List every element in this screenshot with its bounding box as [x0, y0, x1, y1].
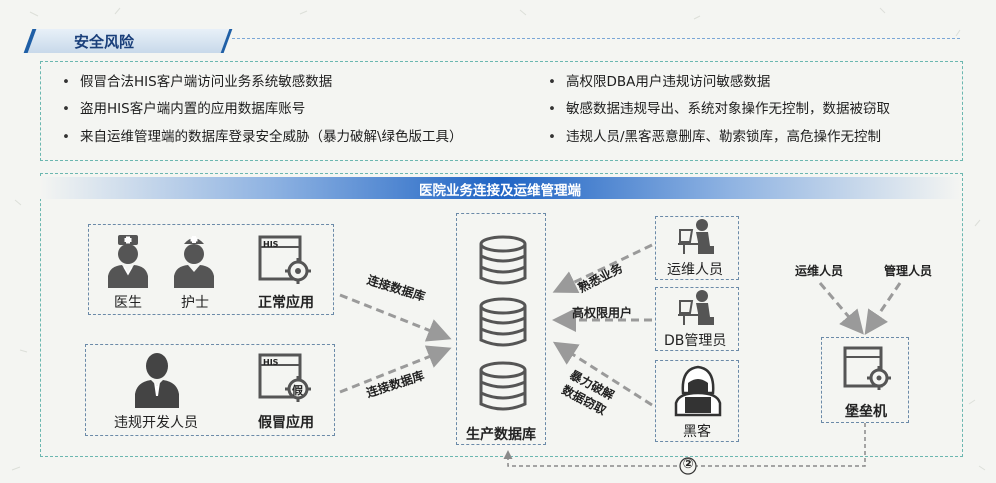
his-text: HIS: [263, 358, 279, 367]
fake-mark: 假: [292, 384, 303, 397]
nurse-label: 护士: [181, 295, 209, 311]
arrow-fake-app: [339, 345, 452, 394]
arrow-hacker: [552, 341, 653, 407]
bastion-host-icon: [843, 346, 891, 390]
nurse-icon: [174, 236, 214, 288]
header-divider: [232, 38, 960, 39]
doctor-icon: [108, 235, 148, 288]
admin-label: 管理人员: [884, 264, 933, 278]
his-text: HIS: [263, 240, 279, 249]
section-title: 安全风险: [74, 33, 135, 51]
database-icon: [479, 235, 527, 411]
edge-label-high-priv: 高权限用户: [572, 306, 633, 320]
doctor-label: 医生: [114, 295, 142, 311]
arrow-ops-person: [552, 243, 653, 294]
fake-app-label: 假冒应用: [258, 415, 314, 431]
app-window-icon: [258, 235, 311, 284]
arrow-admin-to-bastion: [864, 282, 902, 335]
dba-label: DB管理员: [664, 333, 727, 349]
hacker-box: [655, 360, 739, 442]
ops-person2-label: 运维人员: [795, 264, 844, 278]
banner-title: 医院业务连接及运维管理端: [419, 183, 581, 199]
person-icon: [135, 353, 179, 408]
normal-app-label: 正常应用: [258, 295, 314, 311]
bastion-box: [821, 337, 909, 423]
hacker-label: 黑客: [683, 424, 711, 440]
legit-clients-box: [88, 224, 334, 315]
step-number: ②: [682, 457, 694, 472]
risk-item: •来自运维管理端的数据库登录安全威胁（暴力破解\绿色版工具）: [62, 129, 463, 145]
dba-at-desk-icon: [678, 290, 714, 325]
violator-label: 违规开发人员: [114, 415, 198, 431]
dba-box: [655, 287, 739, 351]
arrow-normal-app: [339, 293, 452, 342]
arrow-bastion-to-db: [503, 423, 866, 467]
diagram-box: [40, 173, 963, 457]
risk-item: •敏感数据违规导出、系统对象操作无控制，数据被窃取: [548, 101, 890, 117]
risk-item: •违规人员/黑客恶意删库、勒索锁库，高危操作无控制: [548, 129, 882, 145]
ops-person-label: 运维人员: [667, 262, 723, 278]
database-label: 生产数据库: [466, 427, 536, 443]
section-header-tab: 安全风险: [22, 25, 240, 57]
bastion-label: 堡垒机: [845, 404, 887, 420]
ops-person-box: [655, 216, 739, 280]
risk-item: •假冒合法HIS客户端访问业务系统敏感数据: [62, 74, 333, 90]
database-box: [456, 213, 546, 445]
section-banner: 医院业务连接及运维管理端: [40, 177, 960, 199]
step-marker: [679, 457, 697, 475]
illegal-clients-box: [85, 344, 335, 436]
risk-item: •盗用HIS客户端内置的应用数据库账号: [62, 101, 306, 117]
risk-list-box: [40, 61, 963, 161]
fake-app-icon: [258, 353, 311, 402]
arrow-ops-to-bastion: [818, 282, 864, 335]
hacker-icon: [674, 365, 722, 417]
risk-item: •高权限DBA用户违规访问敏感数据: [548, 74, 771, 90]
operator-at-desk-icon: [678, 219, 714, 254]
